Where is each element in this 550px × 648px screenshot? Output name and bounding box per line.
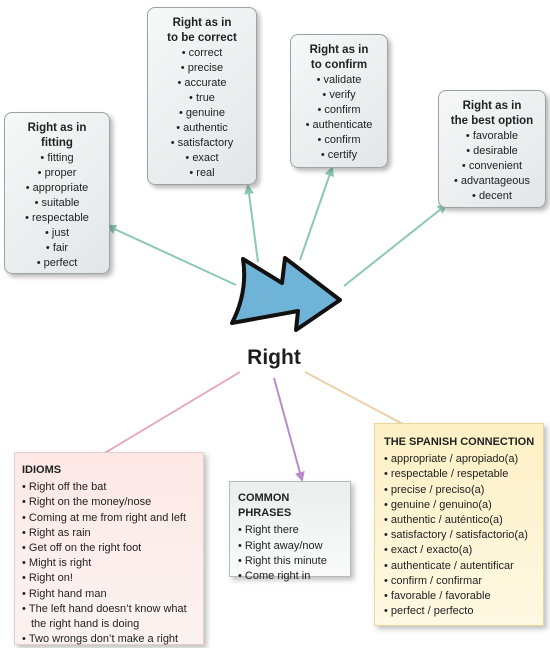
list-item: Come right in [238,569,344,584]
list-item: favorable / favorable [384,589,538,604]
list-item: confirm [291,133,387,148]
list-item: Right on the money/nose [22,495,197,510]
list-item: Right off the bat [22,480,197,495]
card-list: fitting proper appropriate suitable resp… [5,151,109,271]
list-item: validate [291,73,387,88]
list-item: authentic / auténtico(a) [384,513,538,528]
list-item: Right on! [22,571,197,586]
list-item: perfect / perfecto [384,604,538,619]
list-item: Coming at me from right and left [22,511,197,526]
spanish-connection-box: THE SPANISH CONNECTION appropriate / apr… [374,423,544,626]
common-phrases-box: COMMON PHRASES Right there Right away/no… [229,481,351,582]
list-item: Right there [238,523,344,538]
list-item: Might is right [22,556,197,571]
list-item: just [5,226,109,241]
connector-spanish [304,371,416,431]
list-item: precise / preciso(a) [384,483,538,498]
list-item: desirable [439,144,545,159]
list-item: real [148,166,256,181]
list-item: satisfactory [148,136,256,151]
center-title: Right [247,346,301,369]
connector-confirm [299,166,335,261]
list-item: fair [5,241,109,256]
list-item: appropriate / apropiado(a) [384,452,538,467]
list-item: respectable / respetable [384,467,538,482]
list-item: perfect [5,256,109,271]
list-item: The left hand doesn’t know what the righ… [22,602,197,632]
list-item: Right away/now [238,539,344,554]
list-item: satisfactory / satisfactorio(a) [384,528,538,543]
list-item: confirm / confirmar [384,574,538,589]
list-item: true [148,91,256,106]
list-item: exact / exacto(a) [384,543,538,558]
list-item: accurate [148,76,256,91]
list-item: suitable [5,196,109,211]
connector-fitting [106,224,237,286]
list-item: genuine [148,106,256,121]
list-item: fitting [5,151,109,166]
box-list: Right there Right away/now Right this mi… [238,523,344,584]
connector-best [343,203,448,287]
box-list: Right off the bat Right on the money/nos… [22,480,197,647]
list-item: correct [148,46,256,61]
list-item: exact [148,151,256,166]
list-item: convenient [439,159,545,174]
list-item: appropriate [5,181,109,196]
box-title: IDIOMS [22,464,62,476]
arrow-right-icon [230,256,342,332]
list-item: respectable [5,211,109,226]
list-item: Right hand man [22,587,197,602]
list-item: Right this minute [238,554,344,569]
list-item: advantageous [439,174,545,189]
card-list: favorable desirable convenient advantage… [439,129,545,204]
connector-idioms [91,371,241,462]
list-item: Get off on the right foot [22,541,197,556]
list-item: verify [291,88,387,103]
card-list: validate verify confirm authenticate con… [291,73,387,163]
list-item: Right as rain [22,526,197,541]
list-item: Two wrongs don’t make a right [22,632,197,647]
connector-phrases [273,377,305,482]
list-item: proper [5,166,109,181]
card-list: correct precise accurate true genuine au… [148,46,256,181]
connector-correct [244,184,259,263]
list-item: precise [148,61,256,76]
list-item: certify [291,148,387,163]
list-item: genuine / genuino(a) [384,498,538,513]
box-title: THE SPANISH CONNECTION [384,436,535,448]
list-item: authentic [148,121,256,136]
box-title: COMMON PHRASES [238,492,292,520]
list-item: confirm [291,103,387,118]
list-item: decent [439,189,545,204]
list-item: favorable [439,129,545,144]
list-item: authenticate [291,118,387,133]
list-item: authenticate / autentificar [384,559,538,574]
box-list: appropriate / apropiado(a) respectable /… [384,452,538,619]
idioms-box: IDIOMS Right off the bat Right on the mo… [14,452,204,645]
